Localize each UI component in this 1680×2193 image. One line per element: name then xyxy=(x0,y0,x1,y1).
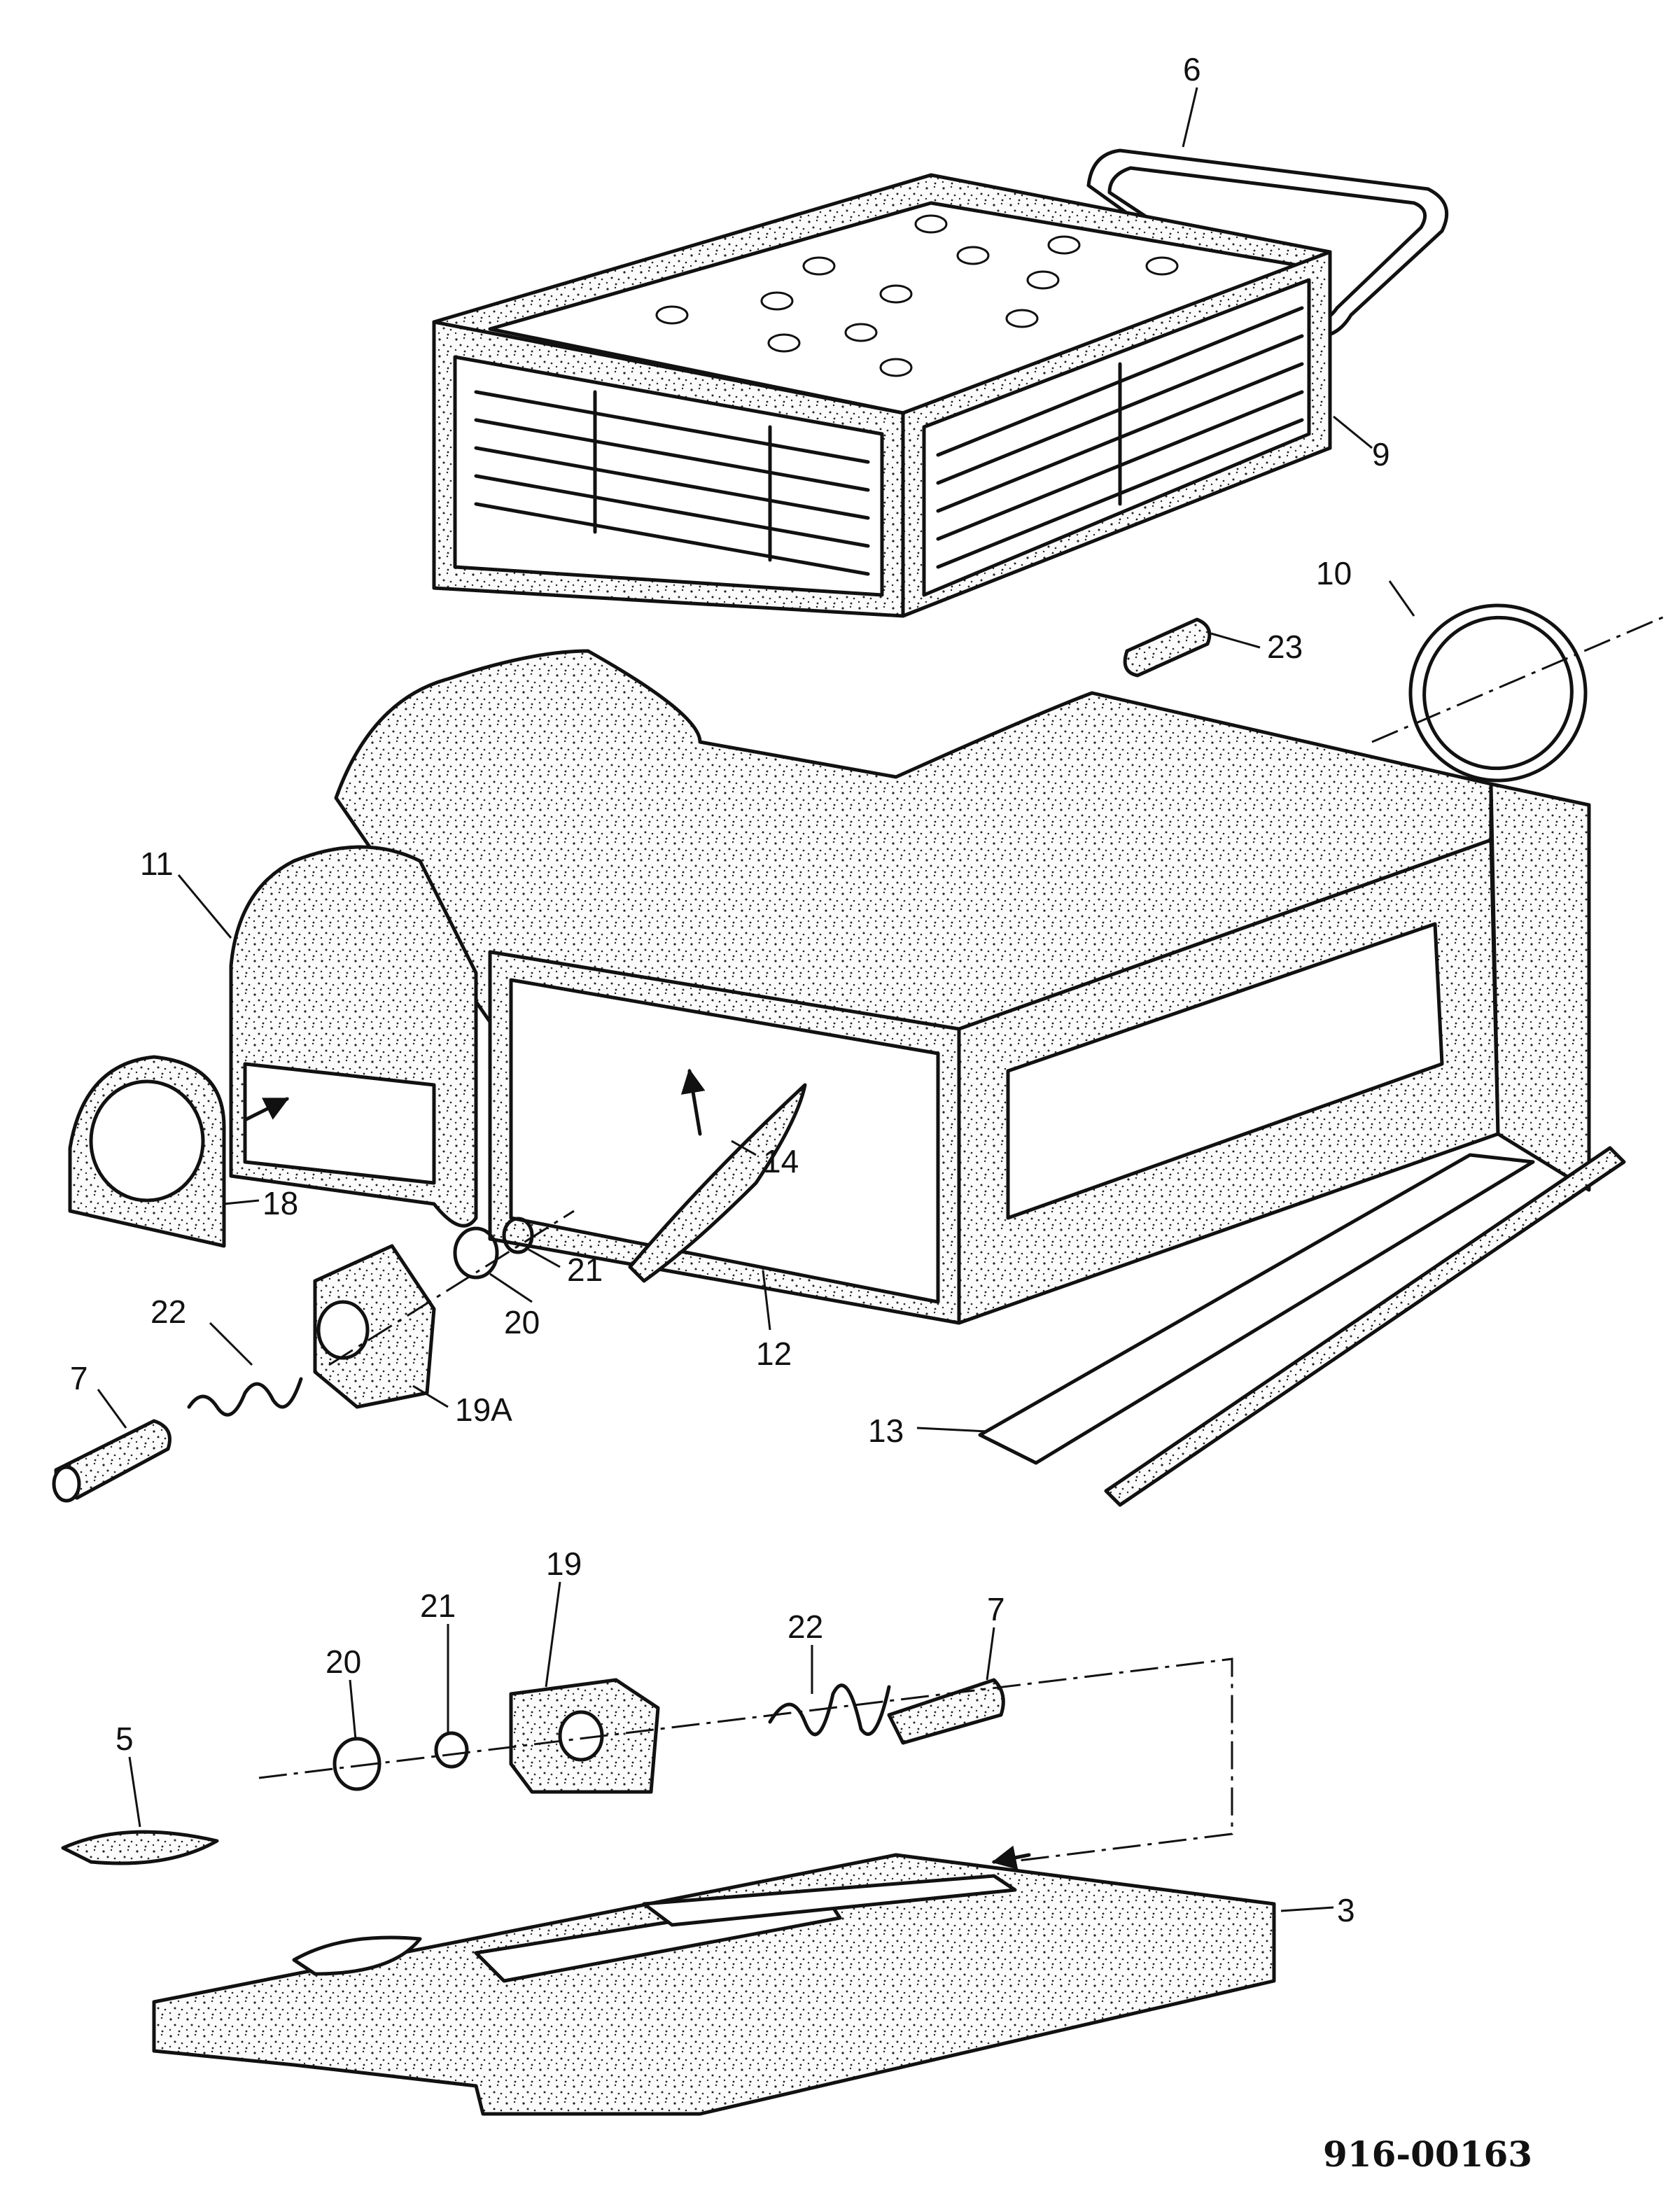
callout-labels: 6 9 10 23 11 14 18 21 20 12 22 19A 7 13 … xyxy=(70,51,1532,2175)
callout-21-lower: 21 xyxy=(420,1588,456,1624)
part-7-valve-lower xyxy=(887,1678,1005,1745)
part-23-roller xyxy=(1123,617,1212,678)
callout-11: 11 xyxy=(140,846,174,882)
airflow-arrow-2 xyxy=(243,1097,290,1122)
part-12-duct xyxy=(488,782,1591,1325)
filter-louvers xyxy=(474,306,1304,576)
assembly-arrow xyxy=(991,1845,1031,1870)
part-3-base-tray xyxy=(152,1853,1276,2116)
callout-7-upper: 7 xyxy=(70,1360,88,1396)
callout-6: 6 xyxy=(1183,51,1201,87)
part-22-spring-lower xyxy=(768,1683,891,1737)
part-7-valve-upper xyxy=(52,1419,172,1503)
axis-line-upper xyxy=(328,1210,575,1366)
part-19-valve-bracket xyxy=(509,1678,660,1794)
airflow-arrow-1 xyxy=(680,1068,706,1136)
part-10-belt xyxy=(1408,603,1588,783)
parts-20-21-lower-rings xyxy=(332,1731,469,1791)
part-14-screen xyxy=(628,1083,807,1283)
callout-20-lower: 20 xyxy=(326,1644,361,1680)
callout-20-upper: 20 xyxy=(504,1304,540,1340)
callout-22-upper: 22 xyxy=(150,1294,186,1330)
callout-3: 3 xyxy=(1337,1892,1355,1928)
document-number: 916-00163 xyxy=(1323,2134,1532,2175)
part-13-plates xyxy=(978,1146,1626,1507)
callout-12: 12 xyxy=(756,1336,792,1372)
part-19A-valve-body xyxy=(313,1244,436,1409)
callout-9: 9 xyxy=(1372,436,1390,472)
callout-19A: 19A xyxy=(455,1392,512,1428)
part-5-cap xyxy=(61,1830,219,1865)
callout-5: 5 xyxy=(115,1721,134,1757)
part-22-spring-upper xyxy=(187,1377,303,1417)
callout-13: 13 xyxy=(868,1413,904,1449)
part-18-outlet-flange xyxy=(68,1055,226,1248)
callout-22-lower: 22 xyxy=(788,1609,823,1645)
axis-line-lower xyxy=(258,1658,1233,1863)
callout-14: 14 xyxy=(763,1143,799,1179)
callout-7-lower: 7 xyxy=(987,1591,1005,1627)
callout-19: 19 xyxy=(546,1546,582,1582)
parts-20-21-upper-rings xyxy=(453,1217,534,1280)
callout-18: 18 xyxy=(262,1185,298,1221)
axis-line-belt xyxy=(1371,615,1667,743)
callout-21-upper: 21 xyxy=(567,1252,603,1288)
leader-lines xyxy=(97,87,1415,1912)
callout-10: 10 xyxy=(1316,555,1352,591)
callout-23: 23 xyxy=(1267,629,1303,665)
part-9-filter-box xyxy=(432,173,1332,618)
filter-top-holes xyxy=(655,214,1179,377)
